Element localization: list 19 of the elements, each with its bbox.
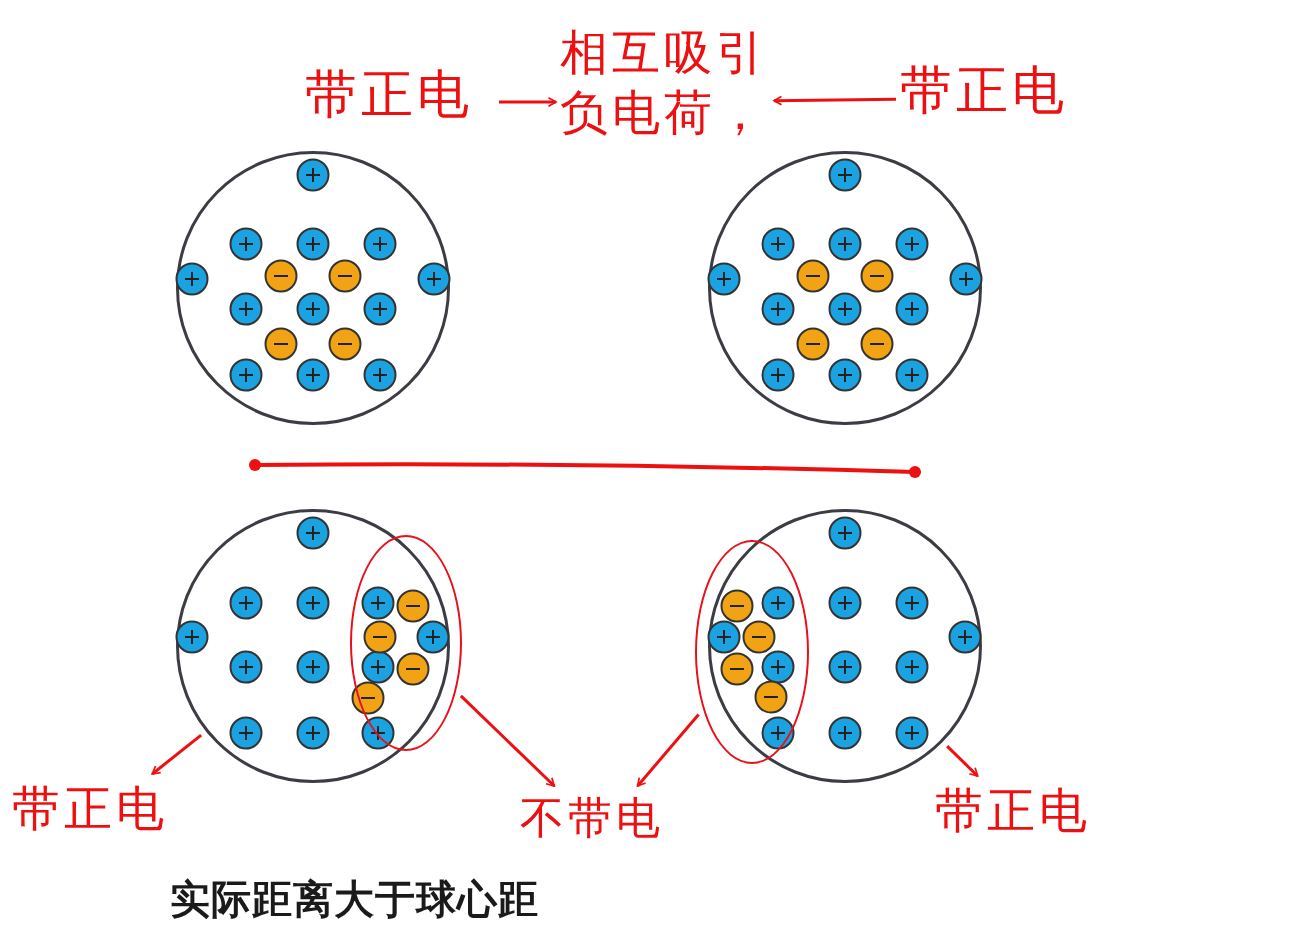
arrow xyxy=(151,733,203,776)
sphere xyxy=(176,151,450,425)
sphere xyxy=(176,509,450,783)
circled-region xyxy=(350,535,462,751)
arrow xyxy=(946,745,979,778)
handwritten-note: 带正电 xyxy=(935,780,1110,860)
handwritten-note: 带正电 xyxy=(900,58,1095,138)
sphere xyxy=(708,509,982,783)
arrow xyxy=(773,95,897,106)
circled-region xyxy=(695,540,809,764)
arrow xyxy=(459,694,556,788)
handwritten-note: 带正电 xyxy=(12,778,182,858)
handwritten-note: 不带电 xyxy=(520,790,680,870)
arrow xyxy=(636,713,700,787)
caption: 实际距离大于球心距 xyxy=(170,875,539,924)
handwritten-note: 带正电 xyxy=(305,62,495,142)
arrow xyxy=(499,97,557,107)
handwritten-note: 相互吸引负电荷， xyxy=(560,22,770,182)
sphere xyxy=(708,151,982,425)
